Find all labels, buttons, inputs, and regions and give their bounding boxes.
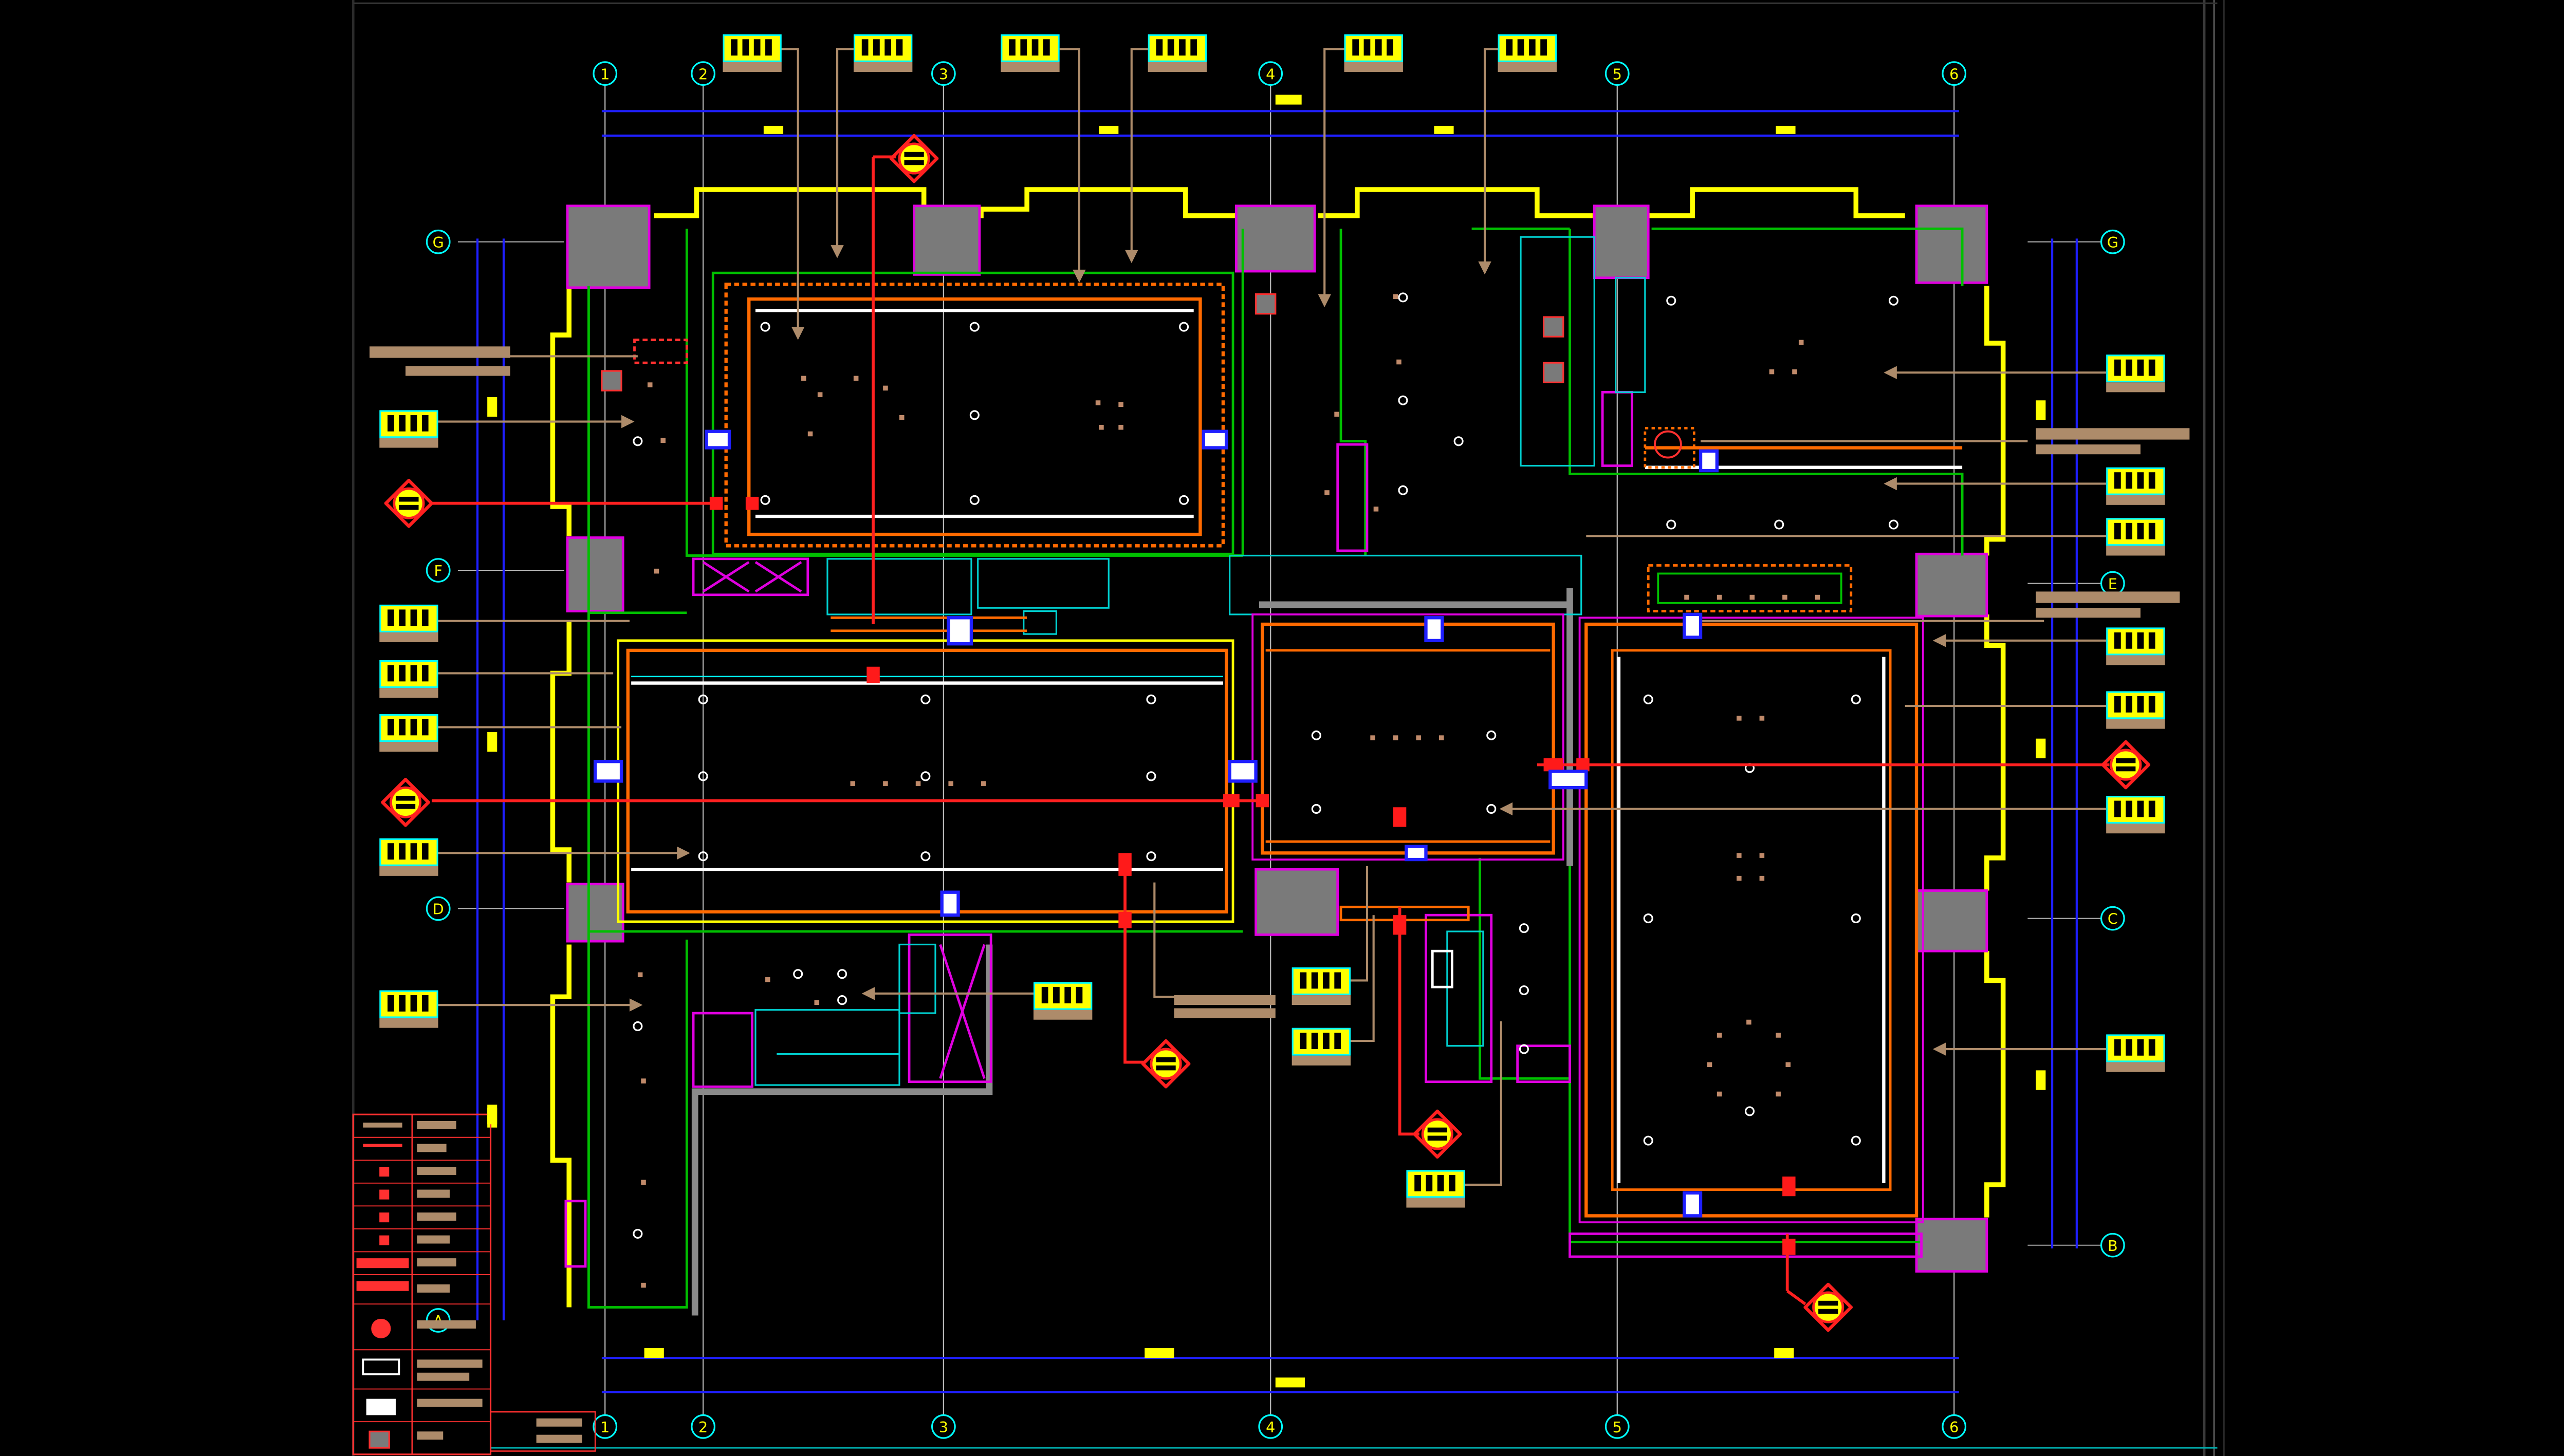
grid-label-6: 6 bbox=[1949, 65, 1959, 83]
section-callout-bottom[interactable] bbox=[1805, 1284, 1851, 1330]
grid-label-3: 3 bbox=[939, 65, 948, 83]
tag-center-2[interactable] bbox=[1292, 967, 1351, 1006]
equipment-marks bbox=[593, 293, 1719, 1218]
cabinetry bbox=[564, 390, 1923, 1268]
grid-label-f-left: F bbox=[434, 562, 442, 580]
grid-label-1: 1 bbox=[600, 65, 610, 83]
tag-top-6[interactable] bbox=[1498, 34, 1557, 73]
grid-label-b-right: B bbox=[2108, 1237, 2118, 1255]
grid-bubbles-right: G E C B bbox=[2100, 229, 2125, 1258]
vertical-grid-lines bbox=[604, 85, 1955, 1415]
dimension-text bbox=[487, 95, 2046, 1388]
annotation-text bbox=[370, 346, 2190, 1018]
ceiling-room-3 bbox=[1251, 613, 1564, 861]
section-callout-center-2[interactable] bbox=[1414, 1111, 1460, 1157]
ceiling-room-1 bbox=[711, 271, 1234, 555]
tag-right-5[interactable] bbox=[2106, 691, 2165, 730]
tag-top-5[interactable] bbox=[1344, 34, 1403, 73]
grid-label-6-bottom: 6 bbox=[1949, 1418, 1959, 1436]
grid-label-3-bottom: 3 bbox=[939, 1418, 948, 1436]
grid-label-c-right: C bbox=[2108, 910, 2118, 928]
leader-arrowheads bbox=[621, 245, 1946, 1056]
horizontal-grid-lines bbox=[457, 241, 2101, 1246]
section-lines bbox=[431, 155, 2110, 1305]
tag-right-3[interactable] bbox=[2106, 518, 2165, 557]
section-callout-right[interactable] bbox=[2103, 742, 2149, 788]
grid-label-d-left: D bbox=[433, 901, 444, 918]
legend-table bbox=[352, 1105, 596, 1455]
section-markers bbox=[709, 496, 1796, 1255]
tag-left-2[interactable] bbox=[379, 604, 438, 643]
grid-bubbles-bottom: 1 2 3 4 5 6 bbox=[593, 1414, 1967, 1439]
grid-label-5: 5 bbox=[1613, 65, 1622, 83]
grid-label-4: 4 bbox=[1266, 65, 1275, 83]
dimension-lines bbox=[476, 110, 2078, 1394]
wall-band bbox=[691, 588, 1573, 1316]
spot-lights bbox=[637, 294, 1820, 1288]
grid-label-g-left: G bbox=[433, 234, 444, 251]
grid-label-4-bottom: 4 bbox=[1266, 1418, 1275, 1436]
section-callout-left-2[interactable] bbox=[383, 779, 429, 825]
section-callout-left-1[interactable] bbox=[386, 480, 432, 526]
tag-center-3[interactable] bbox=[1292, 1028, 1351, 1067]
tag-right-2[interactable] bbox=[2106, 467, 2165, 506]
tag-top-3[interactable] bbox=[1001, 34, 1060, 73]
grid-label-2-bottom: 2 bbox=[698, 1418, 708, 1436]
grid-bubbles-top: 1 2 3 4 5 6 bbox=[593, 61, 1967, 86]
tag-right-7[interactable] bbox=[2106, 1034, 2165, 1073]
tag-center-4[interactable] bbox=[1406, 1170, 1465, 1209]
cabinet-outlines bbox=[754, 236, 1646, 1086]
tag-right-6[interactable] bbox=[2106, 795, 2165, 834]
grid-label-5-bottom: 5 bbox=[1613, 1418, 1622, 1436]
interior-partitions bbox=[587, 227, 1964, 1309]
section-callout-top[interactable] bbox=[891, 136, 937, 181]
tag-center-1[interactable] bbox=[1033, 982, 1093, 1021]
ceiling-room-4 bbox=[1578, 564, 1924, 1224]
tag-left-5[interactable] bbox=[379, 838, 438, 877]
tag-left-3[interactable] bbox=[379, 660, 438, 699]
tag-left-1[interactable] bbox=[379, 410, 438, 449]
tag-left-4[interactable] bbox=[379, 714, 438, 753]
tag-left-6[interactable] bbox=[379, 990, 438, 1029]
tag-right-1[interactable] bbox=[2106, 354, 2165, 394]
tag-right-4[interactable] bbox=[2106, 627, 2165, 666]
light-fixtures bbox=[633, 292, 1899, 1239]
grid-label-1-bottom: 1 bbox=[600, 1418, 610, 1436]
corridor-bulkheads bbox=[633, 339, 1470, 922]
tag-top-1[interactable] bbox=[723, 34, 782, 73]
grid-bubbles-left: G F D A bbox=[426, 229, 451, 1333]
section-callout-center[interactable] bbox=[1143, 1041, 1189, 1087]
tag-top-4[interactable] bbox=[1148, 34, 1207, 73]
grid-label-g-right: G bbox=[2107, 234, 2118, 251]
leader-lines bbox=[438, 48, 2107, 1186]
ceiling-room-5 bbox=[1570, 426, 1963, 475]
grid-label-e-right: E bbox=[2108, 575, 2117, 593]
exterior-wall bbox=[550, 187, 2006, 1308]
tag-top-2[interactable] bbox=[853, 34, 913, 73]
grid-label-2: 2 bbox=[698, 65, 708, 83]
structural-columns bbox=[566, 204, 1988, 1273]
